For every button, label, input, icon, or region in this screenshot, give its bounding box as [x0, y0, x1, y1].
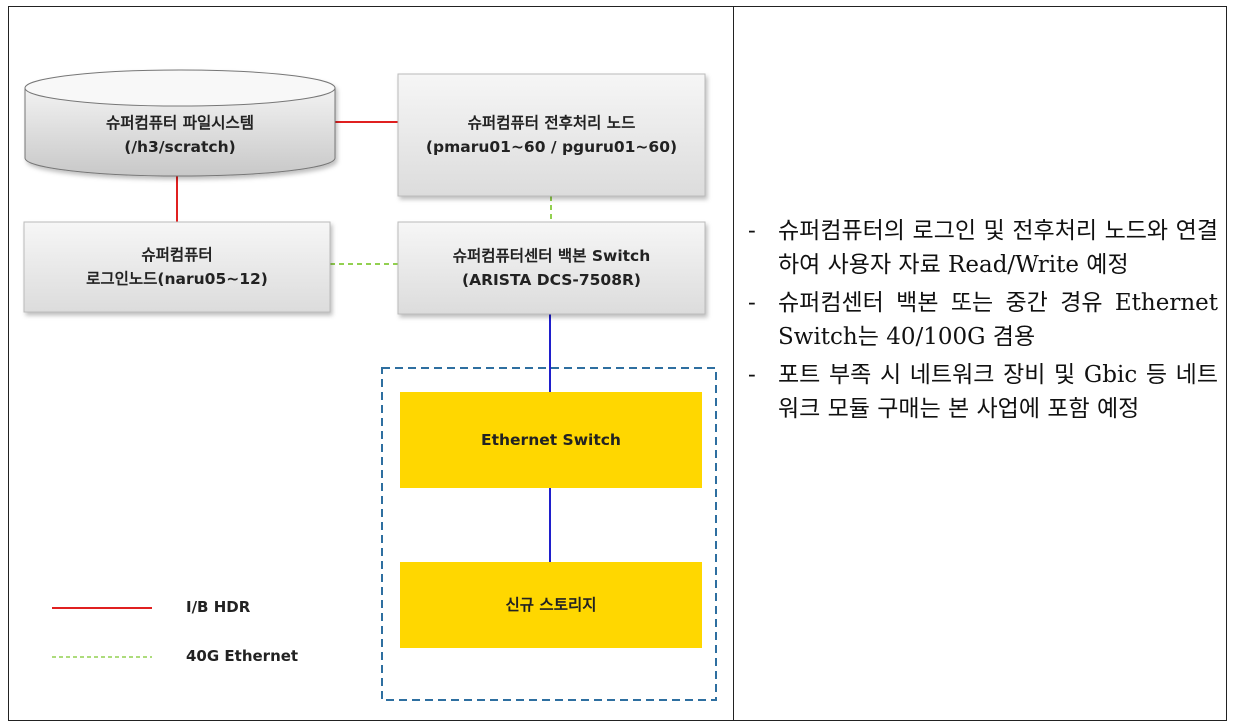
new-storage-label-text: 신규 스토리지 [505, 596, 597, 614]
prepost-node-label-line1: 슈퍼컴퓨터 전후처리 노드 [467, 114, 636, 132]
login-node-box [23, 221, 331, 313]
ethernet-switch-label: Ethernet Switch [400, 392, 702, 488]
notes-list: - 슈퍼컴퓨터의 로그인 및 전후처리 노드와 연결하여 사용자 자료 Read… [748, 214, 1218, 430]
prepost-node-box [397, 73, 706, 197]
note-text: 슈퍼컴센터 백본 또는 중간 경유 Ethernet Switch는 40/10… [778, 290, 1218, 350]
login-node-label-line2: 로그인노드(naru05~12) [86, 270, 268, 288]
column-divider [733, 6, 734, 721]
filesystem-label-line1: 슈퍼컴퓨터 파일시스템 [106, 114, 254, 132]
prepost-node-label-line2: (pmaru01~60 / pguru01~60) [425, 138, 678, 156]
note-text: 포트 부족 시 네트워크 장비 및 Gbic 등 네트워크 모듈 구매는 본 사… [778, 362, 1218, 422]
note-text: 슈퍼컴퓨터의 로그인 및 전후처리 노드와 연결하여 사용자 자료 Read/W… [778, 218, 1218, 278]
ethernet-switch-box [400, 392, 702, 488]
new-storage-box [400, 562, 702, 648]
filesystem-label-line2: (/h3/scratch) [124, 138, 236, 156]
table-frame [8, 6, 1227, 721]
legend-eth-label: 40G Ethernet [186, 647, 299, 665]
login-node-label-line1: 슈퍼컴퓨터 [141, 246, 213, 264]
backbone-switch-label: 슈퍼컴퓨터센터 백본 Switch (ARISTA DCS-7508R) [398, 222, 705, 314]
note-item: - 슈퍼컴퓨터의 로그인 및 전후처리 노드와 연결하여 사용자 자료 Read… [748, 214, 1218, 282]
backbone-switch-label-line1: 슈퍼컴퓨터센터 백본 Switch [452, 247, 651, 265]
note-item: - 포트 부족 시 네트워크 장비 및 Gbic 등 네트워크 모듈 구매는 본… [748, 358, 1218, 426]
new-storage-label: 신규 스토리지 [400, 562, 702, 648]
prepost-node-label: 슈퍼컴퓨터 전후처리 노드 (pmaru01~60 / pguru01~60) [398, 74, 705, 196]
backbone-switch-box [397, 221, 706, 315]
ethernet-switch-label-text: Ethernet Switch [481, 431, 621, 449]
filesystem-cylinder [24, 69, 336, 177]
note-item: - 슈퍼컴센터 백본 또는 중간 경유 Ethernet Switch는 40/… [748, 286, 1218, 354]
backbone-switch-label-line2: (ARISTA DCS-7508R) [462, 271, 641, 289]
storage-group-border [381, 367, 717, 701]
login-node-label: 슈퍼컴퓨터 로그인노드(naru05~12) [24, 222, 330, 312]
filesystem-label: 슈퍼컴퓨터 파일시스템 (/h3/scratch) [25, 100, 335, 170]
note-bullet: - [748, 362, 756, 388]
note-bullet: - [748, 290, 756, 316]
legend-ib-label: I/B HDR [186, 598, 251, 616]
note-bullet: - [748, 218, 756, 244]
